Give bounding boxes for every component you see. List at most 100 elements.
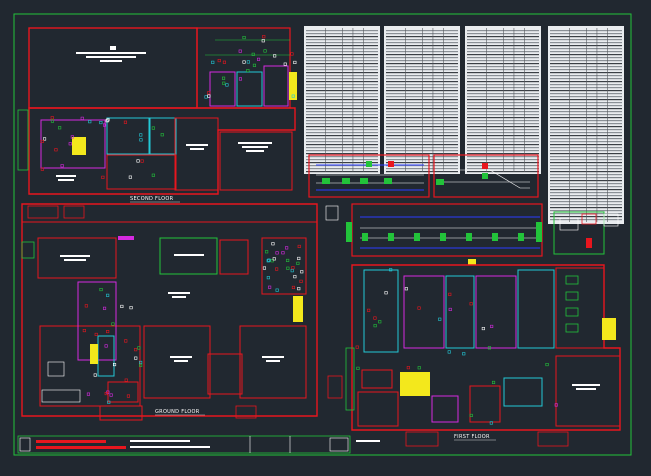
fixture-symbol	[217, 58, 221, 63]
fixture-symbol	[448, 307, 452, 312]
fixture-symbol	[107, 400, 111, 404]
fixture-symbol	[286, 266, 290, 270]
fixture-symbol	[105, 119, 109, 123]
fixture-symbol	[70, 135, 74, 139]
room	[209, 71, 236, 107]
fixture-symbol	[275, 267, 279, 271]
fixture-symbol	[290, 52, 294, 56]
fixture-symbol	[297, 287, 301, 291]
second-floor-label: SECOND FLOOR	[130, 196, 174, 202]
fixture-symbol	[222, 81, 226, 85]
fixture-symbol	[297, 244, 301, 248]
fixture-symbol	[251, 52, 255, 56]
first-floor-label: FIRST FLOOR	[454, 434, 490, 440]
fixture-symbol	[293, 275, 297, 279]
fixture-symbol	[283, 62, 287, 66]
fixture-symbol	[481, 326, 485, 331]
table-col-line	[443, 28, 444, 172]
fixture-symbol	[54, 148, 58, 152]
fixture-symbol	[447, 350, 451, 354]
fixture-symbol	[82, 328, 86, 333]
table-col-line	[524, 28, 525, 172]
fixture-symbol	[261, 39, 265, 43]
fixture-symbol	[222, 60, 226, 64]
room-tag	[100, 60, 122, 62]
fixture-symbol	[106, 118, 110, 122]
fixture-symbol	[126, 394, 130, 398]
sheet-border	[13, 13, 632, 456]
room-tag	[110, 46, 116, 50]
ground-floor-plan: GROUND FLOOR	[21, 203, 343, 421]
fixture-symbol	[151, 173, 155, 177]
room	[40, 119, 106, 169]
fixture-symbol	[293, 60, 297, 65]
fixture-symbol	[389, 268, 393, 272]
fixture-symbol	[139, 363, 143, 367]
first-floor-plan: FIRST FLOOR	[345, 264, 621, 447]
fixture-symbol	[103, 123, 107, 127]
fixture-symbol	[101, 175, 105, 179]
fixture-symbol	[262, 266, 267, 270]
fixture-symbol	[124, 339, 128, 343]
room	[236, 71, 263, 107]
fixture-symbol	[291, 285, 296, 290]
device-symbols	[40, 35, 558, 425]
fixture-symbol	[487, 346, 492, 350]
second-floor-hall-room	[28, 27, 198, 109]
fixture-symbol	[88, 120, 92, 124]
table-col-line	[422, 28, 423, 172]
table-col-line	[586, 28, 587, 222]
fixture-symbol	[80, 116, 84, 120]
fixture-symbol	[99, 121, 103, 125]
fixture-symbol	[204, 95, 208, 99]
fixture-symbol	[40, 167, 44, 171]
fixture-symbol	[491, 380, 496, 385]
fixture-symbol	[103, 306, 107, 310]
fixture-symbol	[50, 116, 54, 120]
room	[149, 117, 177, 155]
fixture-symbol	[417, 366, 421, 370]
fixture-symbol	[489, 421, 493, 425]
fixture-symbol	[275, 251, 279, 255]
fixture-symbol	[271, 242, 275, 246]
fixture-symbol	[367, 308, 371, 312]
fixture-symbol	[40, 139, 44, 143]
fixture-symbol	[207, 91, 211, 95]
fixture-symbol	[120, 304, 124, 309]
fixture-symbol	[291, 266, 295, 270]
fixture-symbol	[246, 60, 250, 64]
table-col-line	[569, 28, 570, 222]
fixture-symbol	[68, 142, 72, 146]
fixture-symbol	[99, 287, 103, 292]
fixture-symbol	[134, 356, 138, 360]
fixture-symbol	[222, 76, 226, 80]
fixture-symbol	[136, 159, 140, 163]
fixture-symbol	[113, 362, 117, 367]
fixture-symbol	[469, 302, 473, 306]
table-col-line	[503, 28, 504, 172]
fixture-symbol	[242, 60, 246, 64]
fixture-symbol	[291, 94, 295, 98]
fixture-symbol	[256, 57, 261, 61]
fixture-symbol	[139, 138, 143, 142]
fixture-symbol	[272, 257, 276, 261]
fixture-symbol	[129, 306, 133, 310]
panel-schedule-tables	[304, 26, 624, 224]
table-col-line	[513, 28, 515, 172]
fixture-symbol	[246, 69, 250, 73]
fixture-symbol	[273, 54, 277, 58]
fixture-symbol	[545, 362, 549, 367]
fixture-symbol	[106, 293, 110, 297]
room	[106, 154, 177, 190]
fixture-symbol	[86, 392, 90, 396]
table-col-line	[486, 28, 487, 172]
fixture-symbol	[266, 259, 270, 263]
fixture-symbol	[84, 304, 88, 308]
fixture-symbol	[139, 360, 143, 365]
fixture-symbol	[297, 256, 301, 261]
second-floor-plan: SECOND FLOOR	[17, 27, 297, 203]
table-col-line	[363, 28, 364, 172]
fixture-symbol	[42, 137, 47, 141]
fixture-symbol	[404, 287, 408, 291]
